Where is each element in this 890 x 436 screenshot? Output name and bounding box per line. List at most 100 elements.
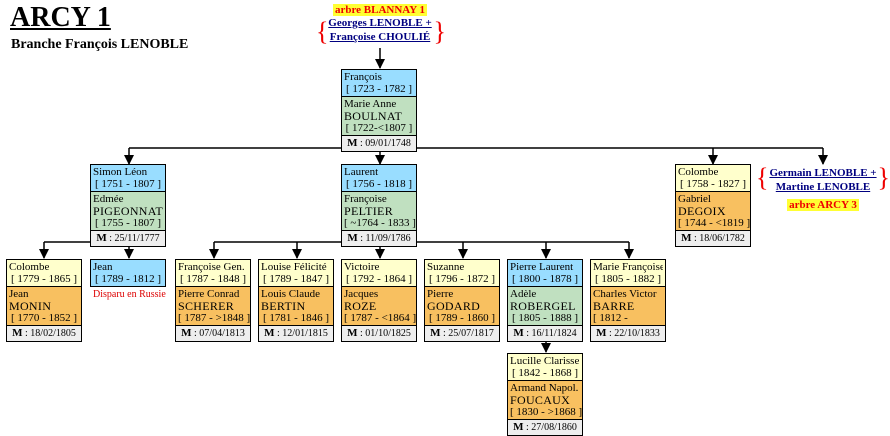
person-name: Louise Félicité	[261, 261, 327, 273]
person-dates: [ 1723 - 1782 ]	[346, 83, 412, 95]
spouse-surname: BERTIN	[261, 299, 306, 313]
person-name: Colombe	[678, 166, 719, 178]
spouse-dates: [ ~1764 - 1833 ]	[344, 217, 416, 229]
spouse-surname: DEGOIX	[678, 204, 726, 218]
marriage-row: M : 25/07/1817	[425, 326, 499, 341]
branch-subtitle: Branche François LENOBLE	[11, 37, 189, 52]
spouse-first-name: Françoise	[344, 193, 387, 205]
marriage-row: M : 09/01/1748	[342, 136, 416, 151]
page-title: ARCY 1	[10, 2, 111, 33]
spouse-surname: FOUCAUX	[510, 393, 571, 407]
marriage-row: M : 27/08/1860	[508, 420, 582, 435]
spouse-dates: [ 1805 - 1888 ]	[512, 312, 578, 324]
spouse-surname: GODARD	[427, 299, 481, 313]
spouse-dates: [ 1789 - 1860 ]	[429, 312, 495, 324]
person-dates: [ 1756 - 1818 ]	[346, 178, 412, 190]
marriage-row: M : 25/11/1777	[91, 231, 165, 246]
person-card-louise-felicite[interactable]: Louise Félicité[ 1789 - 1847 ] Louis Cla…	[258, 259, 334, 342]
marriage-row: M : 16/11/1824	[508, 326, 582, 341]
spouse-dates: [ 1787 - <1864 ]	[344, 312, 417, 324]
tree-link-blannay[interactable]: arbre BLANNAY 1	[332, 4, 428, 16]
person-card-marie-francoise[interactable]: Marie Françoise[ 1805 - 1882 ] Charles V…	[590, 259, 666, 342]
spouse-first-name: Marie Anne	[344, 98, 397, 110]
spouse-first-name: Gabriel	[678, 193, 711, 205]
parents-reference: arbre BLANNAY 1 { Georges LENOBLE + Fran…	[316, 4, 446, 46]
person-name: Laurent	[344, 166, 379, 178]
spouse-first-name: Adèle	[510, 288, 537, 300]
person-dates: [ 1787 - 1848 ]	[180, 273, 246, 285]
spouse-surname: ROBERGEL	[510, 299, 576, 313]
person-name: Françoise Gen.	[178, 261, 245, 273]
spouse-first-name: Armand Napol.	[510, 382, 579, 394]
person-name: François	[344, 71, 382, 83]
jean-note: Disparu en Russie	[93, 289, 166, 300]
marriage-row: M : 01/10/1825	[342, 326, 416, 341]
marriage-row: M : 18/02/1805	[7, 326, 81, 341]
spouse-first-name: Pierre	[427, 288, 454, 300]
spouse-first-name: Edmée	[93, 193, 124, 205]
right-brace-icon: }	[433, 17, 446, 46]
marriage-row: M : 18/06/1782	[676, 231, 750, 246]
spouse-first-name: Pierre Conrad	[178, 288, 240, 300]
spouse-first-name: Louis Claude	[261, 288, 320, 300]
person-name: Marie Françoise	[593, 261, 663, 273]
person-name: Jean	[93, 261, 113, 273]
spouse-first-name: Charles Victor	[593, 288, 657, 300]
person-name: Colombe	[9, 261, 50, 273]
person-dates: [ 1779 - 1865 ]	[11, 273, 77, 285]
person-name: Simon Léon	[93, 166, 148, 178]
martine-link[interactable]: Martine LENOBLE	[775, 181, 871, 193]
marriage-row: M : 11/09/1786	[342, 231, 416, 246]
person-name: Victoire	[344, 261, 380, 273]
person-name: Lucille Clarisse	[510, 355, 580, 367]
right-brace-icon: }	[877, 163, 890, 192]
spouse-dates: [ 1744 - <1819 ]	[678, 217, 751, 229]
spouse-surname: PELTIER	[344, 204, 393, 218]
marriage-row: M : 12/01/1815	[259, 326, 333, 341]
person-card-lucille-clarisse[interactable]: Lucille Clarisse[ 1842 - 1868 ] Armand N…	[507, 353, 583, 436]
spouse-surname: MONIN	[9, 299, 52, 313]
spouse-dates: [ 1812 -	[593, 312, 628, 324]
spouse-surname: BARRE	[593, 299, 635, 313]
person-dates: [ 1789 - 1812 ]	[95, 273, 161, 285]
spouse-surname: SCHERER	[178, 299, 235, 313]
marriage-row: M : 07/04/1813	[176, 326, 250, 341]
person-dates: [ 1805 - 1882 ]	[595, 273, 661, 285]
spouse-surname: PIGEONNAT	[93, 204, 164, 218]
left-brace-icon: {	[316, 17, 329, 46]
spouse-dates: [ 1770 - 1852 ]	[11, 312, 77, 324]
side-reference: { Germain LENOBLE + Martine LENOBLE } ar…	[756, 164, 890, 211]
spouse-dates: [ 1781 - 1846 ]	[263, 312, 329, 324]
germain-link[interactable]: Germain LENOBLE +	[769, 167, 877, 179]
left-brace-icon: {	[756, 163, 769, 192]
person-dates: [ 1789 - 1847 ]	[263, 273, 329, 285]
person-dates: [ 1792 - 1864 ]	[346, 273, 412, 285]
person-dates: [ 1842 - 1868 ]	[512, 367, 578, 379]
person-name: Pierre Laurent	[510, 261, 574, 273]
spouse-dates: [ 1787 - >1848 ]	[178, 312, 251, 324]
spouse-surname: BOULNAT	[344, 109, 403, 123]
tree-link-arcy3[interactable]: arbre ARCY 3	[787, 199, 859, 211]
spouse-dates: [ 1830 - >1868 ]	[510, 406, 583, 418]
spouse-dates: [ 1722-<1807 ]	[345, 122, 413, 134]
person-name: Suzanne	[427, 261, 465, 273]
person-card-francoise-gen[interactable]: Françoise Gen.[ 1787 - 1848 ] Pierre Con…	[175, 259, 251, 342]
person-card-jean[interactable]: Jean[ 1789 - 1812 ]	[90, 259, 166, 287]
spouse-dates: [ 1755 - 1807 ]	[95, 217, 161, 229]
person-dates: [ 1751 - 1807 ]	[95, 178, 161, 190]
spouse-first-name: Jean	[9, 288, 29, 300]
mother-link[interactable]: Françoise CHOULIÉ	[329, 31, 431, 43]
person-dates: [ 1758 - 1827 ]	[680, 178, 746, 190]
person-dates: [ 1800 - 1878 ]	[512, 273, 578, 285]
person-dates: [ 1796 - 1872 ]	[429, 273, 495, 285]
father-link[interactable]: Georges LENOBLE +	[328, 17, 432, 29]
spouse-surname: ROZE	[344, 299, 377, 313]
